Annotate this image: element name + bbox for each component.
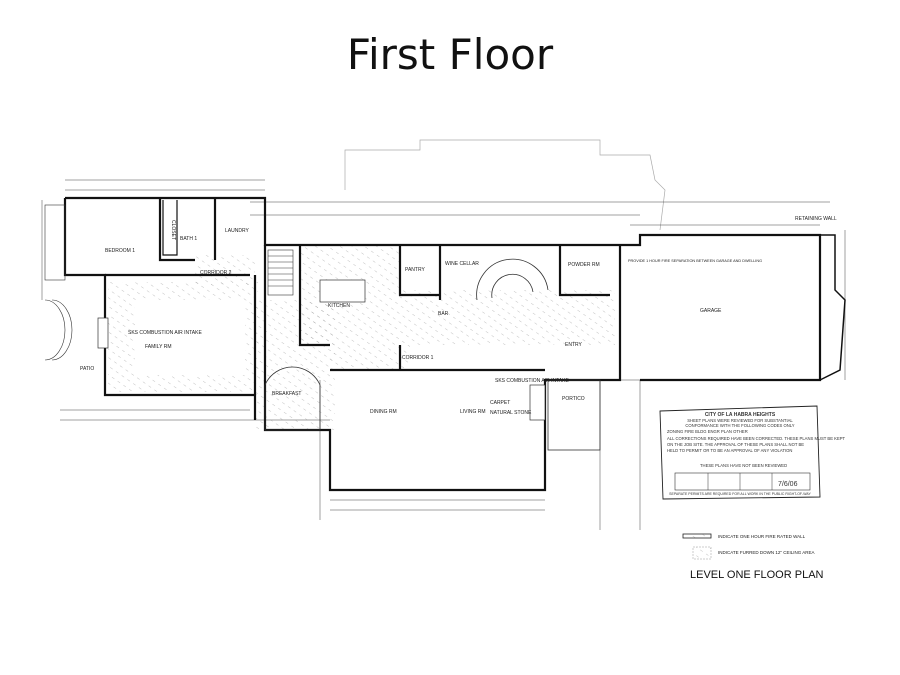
legend-furred: INDICATE FURRED DOWN 12" CEILING AREA: [718, 550, 815, 555]
room-label-entry: ENTRY: [565, 342, 583, 348]
room-label-family: FAMILY RM: [145, 344, 172, 350]
room-label-living: LIVING RM: [460, 409, 486, 415]
room-label-corridor2: CORRIDOR 2: [200, 270, 232, 276]
room-label-wine: WINE CELLAR: [445, 261, 479, 267]
room-label-dining: DINING RM: [370, 409, 397, 415]
city-approval-stamp: CITY OF LA HABRA HEIGHTS SHEET PLANS WER…: [659, 405, 846, 500]
fire-wall-swatch: [682, 533, 712, 539]
closet-walls: [162, 200, 178, 256]
portico-outline: [547, 379, 601, 451]
room-label-kitchen: KITCHEN: [328, 303, 350, 309]
patio-steps: [44, 299, 73, 361]
svg-text:HELD TO PERMIT OR TO BE AN APP: HELD TO PERMIT OR TO BE AN APPROVAL OF A…: [667, 448, 792, 453]
room-label-bath: BATH 1: [180, 236, 197, 242]
legend-fire-wall: INDICATE ONE HOUR FIRE RATED WALL: [718, 534, 806, 539]
room-label-combustion1: SKS COMBUSTION AIR INTAKE: [128, 330, 202, 336]
breakfast-bay: [264, 366, 321, 431]
family-room-floor: [135, 300, 245, 375]
room-label-laundry: LAUNDRY: [225, 228, 249, 234]
svg-text:ZONING FIRE BLDG ENGR PLAN: ZONING FIRE BLDG ENGR PLAN OTHER: [667, 429, 748, 434]
room-label-combustion2: SKS COMBUSTION AIR INTAKE: [495, 378, 569, 384]
room-label-stone: NATURAL STONE: [490, 410, 532, 416]
slide-title: First Floor: [346, 30, 554, 79]
fireplace: [529, 384, 546, 421]
room-label-closet: CLOSET: [170, 220, 176, 240]
room-label-breakfast: BREAKFAST: [272, 391, 301, 397]
room-label-bar: BAR: [438, 311, 449, 317]
kitchen-island: [319, 279, 366, 303]
svg-text:CITY OF LA HABRA HEIGHTS: CITY OF LA HABRA HEIGHTS: [705, 412, 776, 418]
room-label-patio: PATIO: [80, 366, 94, 372]
bedroom-window-wall: [44, 204, 66, 281]
right-wall: [819, 234, 846, 381]
room-label-garage: GARAGE: [700, 308, 722, 314]
room-label-powder: POWDER RM: [568, 262, 600, 268]
room-label-pantry: PANTRY: [405, 267, 425, 273]
svg-text:THESE PLANS HAVE NOT BEEN REVI: THESE PLANS HAVE NOT BEEN REVIEWED: [700, 463, 787, 468]
garage-fire-note: PROVIDE 1 HOUR FIRE SEPARATION BETWEEN G…: [628, 259, 762, 263]
svg-text:SHEET PLANS WERE REVIEWED FOR: SHEET PLANS WERE REVIEWED FOR SUBSTANTIA…: [687, 418, 793, 423]
plan-title: LEVEL ONE FLOOR PLAN: [690, 569, 824, 581]
svg-text:CONFORMANCE WITH THE FOLLOWING: CONFORMANCE WITH THE FOLLOWING CODES ONL…: [685, 423, 794, 428]
room-label-carpet: CARPET: [490, 400, 510, 406]
svg-text:SEPARATE PERMITS ARE REQUIRED: SEPARATE PERMITS ARE REQUIRED FOR ALL WO…: [669, 492, 811, 496]
room-label-corridor1: CORRIDOR 1: [402, 355, 434, 361]
furred-swatch: [692, 546, 712, 560]
svg-text:ALL CORRECTIONS REQUIRED HAVE: ALL CORRECTIONS REQUIRED HAVE BEEN CORRE…: [667, 436, 846, 441]
room-label-bedroom: BEDROOM 1: [105, 248, 135, 254]
roof-outline: [344, 139, 666, 231]
fireplace-family: [97, 317, 109, 349]
room-label-portico: PORTICO: [562, 396, 585, 402]
svg-text:ON THE JOB SITE. THE APPROVAL: ON THE JOB SITE. THE APPROVAL OF THESE P…: [667, 442, 804, 447]
svg-text:7/6/06: 7/6/06: [778, 481, 798, 488]
legend: INDICATE ONE HOUR FIRE RATED WALL INDICA…: [682, 533, 824, 581]
room-label-retaining: RETAINING WALL: [795, 216, 837, 222]
straight-stair: [267, 249, 294, 296]
spiral-stair: [476, 258, 549, 301]
